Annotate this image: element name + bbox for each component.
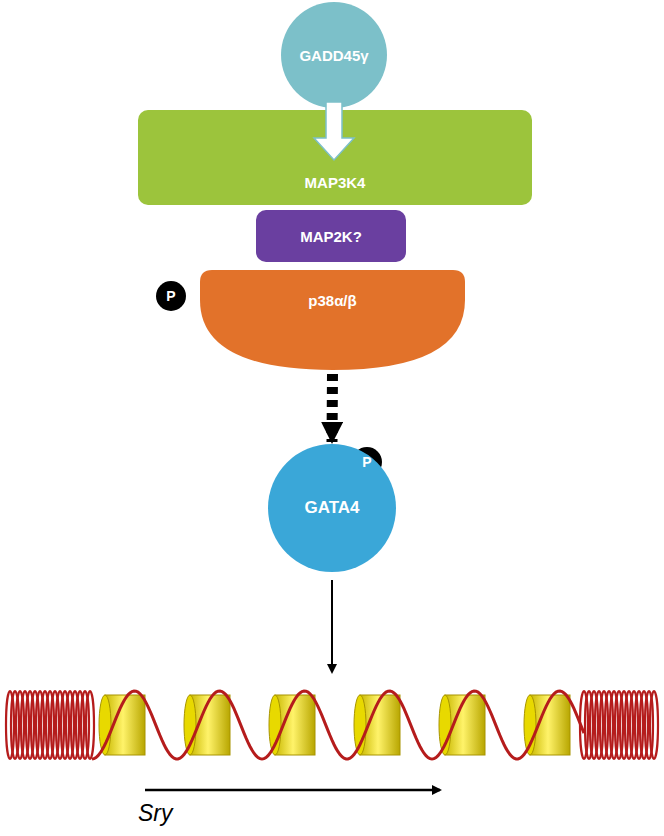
transcription-factor: GATA4 (268, 444, 396, 572)
signal-arrow (327, 374, 339, 442)
dna-coil (86, 691, 94, 759)
node-label: P (166, 288, 175, 304)
binding-arrow (331, 580, 333, 672)
dna-helix (92, 691, 584, 759)
kinase-box: MAP2K? (256, 210, 406, 262)
kinase-box: MAP3K4 (138, 110, 532, 205)
kinase-outline (200, 270, 465, 370)
kinase-fill (200, 270, 465, 370)
node-label: p38α/β (308, 292, 356, 309)
node-label: MAP3K4 (305, 174, 366, 191)
phospho-circle: P (156, 281, 186, 311)
transcription-arrow (145, 789, 440, 792)
dna-coil (650, 691, 658, 759)
gene-label: Sry (138, 800, 173, 827)
node-label: GATA4 (304, 498, 359, 518)
chromatin (6, 691, 658, 759)
kinase-shape: p38α/β (200, 270, 465, 370)
node-label: P (362, 454, 371, 470)
node-label: GADD45γ (299, 47, 368, 64)
node-label: MAP2K? (300, 228, 362, 245)
protein-circle: GADD45γ (281, 2, 387, 108)
